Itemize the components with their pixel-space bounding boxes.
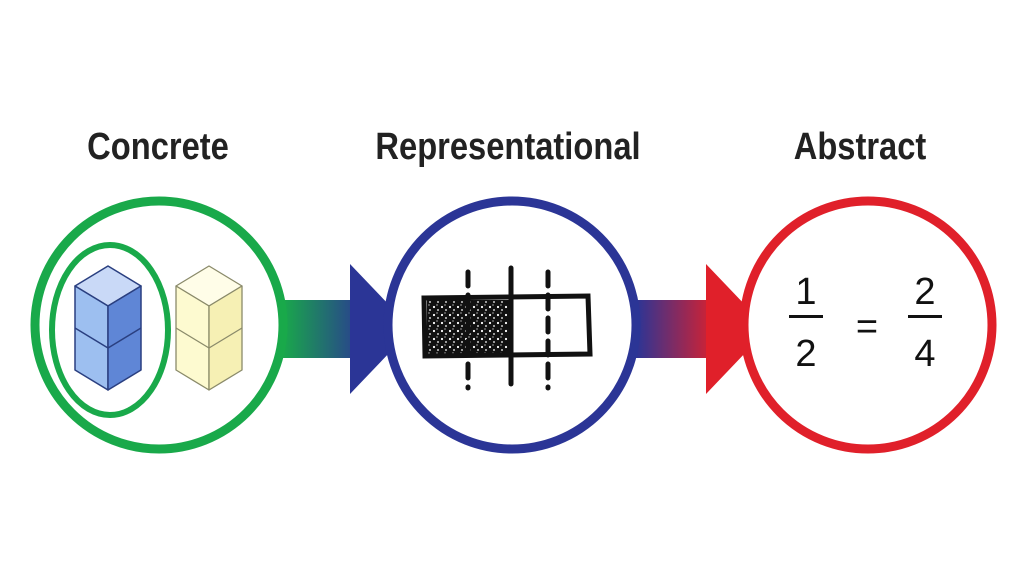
right-numerator: 2 [914,271,935,313]
right-denominator: 4 [914,333,935,375]
concrete-circle [30,196,288,454]
blue-cube-stack [74,265,142,391]
left-numerator: 1 [795,271,816,313]
concrete-label: Concrete [87,126,229,168]
left-fraction-bar [789,315,823,318]
fraction-bar-drawing [421,265,593,391]
right-fraction-bar [908,315,942,318]
yellow-cube-stack [175,265,243,391]
arrow-representational-to-abstract [636,264,768,394]
equals-sign: = [856,306,878,348]
abstract-circle [739,196,997,454]
highlight-ellipse [49,242,171,418]
left-denominator: 2 [795,333,816,375]
representational-label: Representational [375,126,641,168]
arrow-concrete-to-representational [282,264,412,394]
abstract-label: Abstract [793,126,927,168]
fraction-equation: 1 2 = 2 4 [789,271,942,375]
